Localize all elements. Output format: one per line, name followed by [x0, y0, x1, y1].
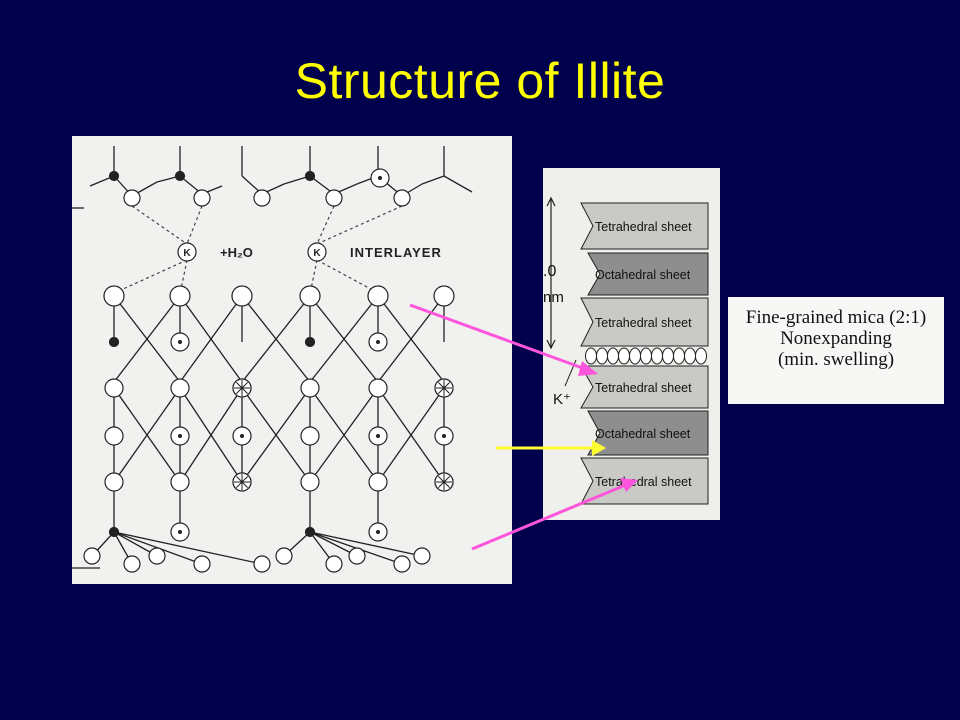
- silicon-atom: [304, 336, 316, 348]
- octahedral-sheet: [587, 410, 709, 456]
- hydroxyl-dot: [240, 434, 244, 438]
- sheet-label: Octahedral sheet: [595, 427, 691, 441]
- oxygen-atom: [193, 189, 211, 207]
- oxygen-atom: [300, 426, 320, 446]
- silicon-atom: [304, 526, 316, 538]
- oxygen-atom: [123, 189, 141, 207]
- oxygen-atom: [325, 189, 343, 207]
- oxygen-atom: [103, 285, 125, 307]
- potassium-label: K: [183, 248, 191, 259]
- octahedral-sheet: [587, 252, 709, 296]
- silicon-atom: [108, 336, 120, 348]
- cation-label: K⁺: [553, 391, 571, 408]
- mica-line-3: (min. swelling): [777, 349, 895, 370]
- arrow-to-lower-tetrahedral: [471, 478, 638, 551]
- oxygen-atom: [348, 547, 366, 565]
- mica-description-box: Fine-grained mica (2:1) Nonexpanding (mi…: [728, 297, 944, 404]
- silicon-atom: [174, 170, 186, 182]
- sheet-label: Octahedral sheet: [595, 268, 691, 282]
- interlayer-cation: [695, 347, 707, 365]
- potassium-atom: [177, 242, 197, 262]
- oxygen-atom: [393, 555, 411, 573]
- tetrahedral-sheet: [580, 202, 709, 250]
- potassium-label: K: [313, 248, 321, 259]
- oxygen-atom: [83, 547, 101, 565]
- illite-atomic-structure-diagram: K K +H₂O INTERLAYER: [72, 136, 512, 584]
- sheet-label: Tetrahedral sheet: [595, 220, 692, 234]
- oxygen-atom: [231, 285, 253, 307]
- tetrahedral-sheet: [580, 457, 709, 505]
- oxygen-atom: [104, 378, 124, 398]
- oxygen-atom: [253, 555, 271, 573]
- oxygen-atom: [193, 555, 211, 573]
- potassium-atom: [307, 242, 327, 262]
- oxygen-atom: [253, 189, 271, 207]
- hydroxyl-dot: [178, 434, 182, 438]
- oxygen-atom: [325, 555, 343, 573]
- oxygen-atom: [104, 472, 124, 492]
- silicon-atom: [108, 170, 120, 182]
- water-label: +H₂O: [220, 245, 253, 260]
- thickness-unit: nm: [543, 289, 564, 306]
- hydroxyl-dot: [378, 176, 382, 180]
- interlayer-label: INTERLAYER: [350, 245, 442, 260]
- hydroxyl-dot: [178, 530, 182, 534]
- sheet-label: Tetrahedral sheet: [595, 475, 692, 489]
- mica-line-2: Nonexpanding: [780, 328, 892, 349]
- thickness-value: .0: [543, 263, 556, 280]
- mica-line-1: Fine-grained mica (2:1): [745, 307, 927, 328]
- oxygen-atom: [368, 378, 388, 398]
- tetrahedral-sheet: [580, 365, 709, 409]
- oxygen-atom: [300, 378, 320, 398]
- oxygen-atom: [169, 285, 191, 307]
- tetrahedral-sheet: [580, 297, 709, 347]
- sheet-label: Tetrahedral sheet: [595, 316, 692, 330]
- oxygen-atom: [367, 285, 389, 307]
- oxygen-atom: [299, 285, 321, 307]
- atomic-structure-svg: K K +H₂O INTERLAYER: [72, 146, 473, 573]
- oxygen-atom: [275, 547, 293, 565]
- hydroxyl-dot: [178, 340, 182, 344]
- oxygen-atom: [104, 426, 124, 446]
- silicon-atom: [108, 526, 120, 538]
- oxygen-atom: [433, 285, 455, 307]
- sheet-label: Tetrahedral sheet: [595, 381, 692, 395]
- oxygen-atom: [300, 472, 320, 492]
- hydroxyl-dot: [376, 340, 380, 344]
- hydroxyl-dot: [376, 530, 380, 534]
- oxygen-atom: [393, 189, 411, 207]
- silicon-atom: [304, 170, 316, 182]
- hydroxyl-dot: [442, 434, 446, 438]
- oxygen-atom: [123, 555, 141, 573]
- slide-title: Structure of Illite: [294, 53, 666, 109]
- oxygen-atom: [413, 547, 431, 565]
- oxygen-atom: [170, 378, 190, 398]
- hydroxyl-dot: [376, 434, 380, 438]
- oxygen-atom: [368, 472, 388, 492]
- arrow-to-octahedral: [496, 440, 606, 456]
- oxygen-atom: [170, 472, 190, 492]
- oxygen-atom: [148, 547, 166, 565]
- arrow-to-upper-tetrahedral: [409, 303, 598, 376]
